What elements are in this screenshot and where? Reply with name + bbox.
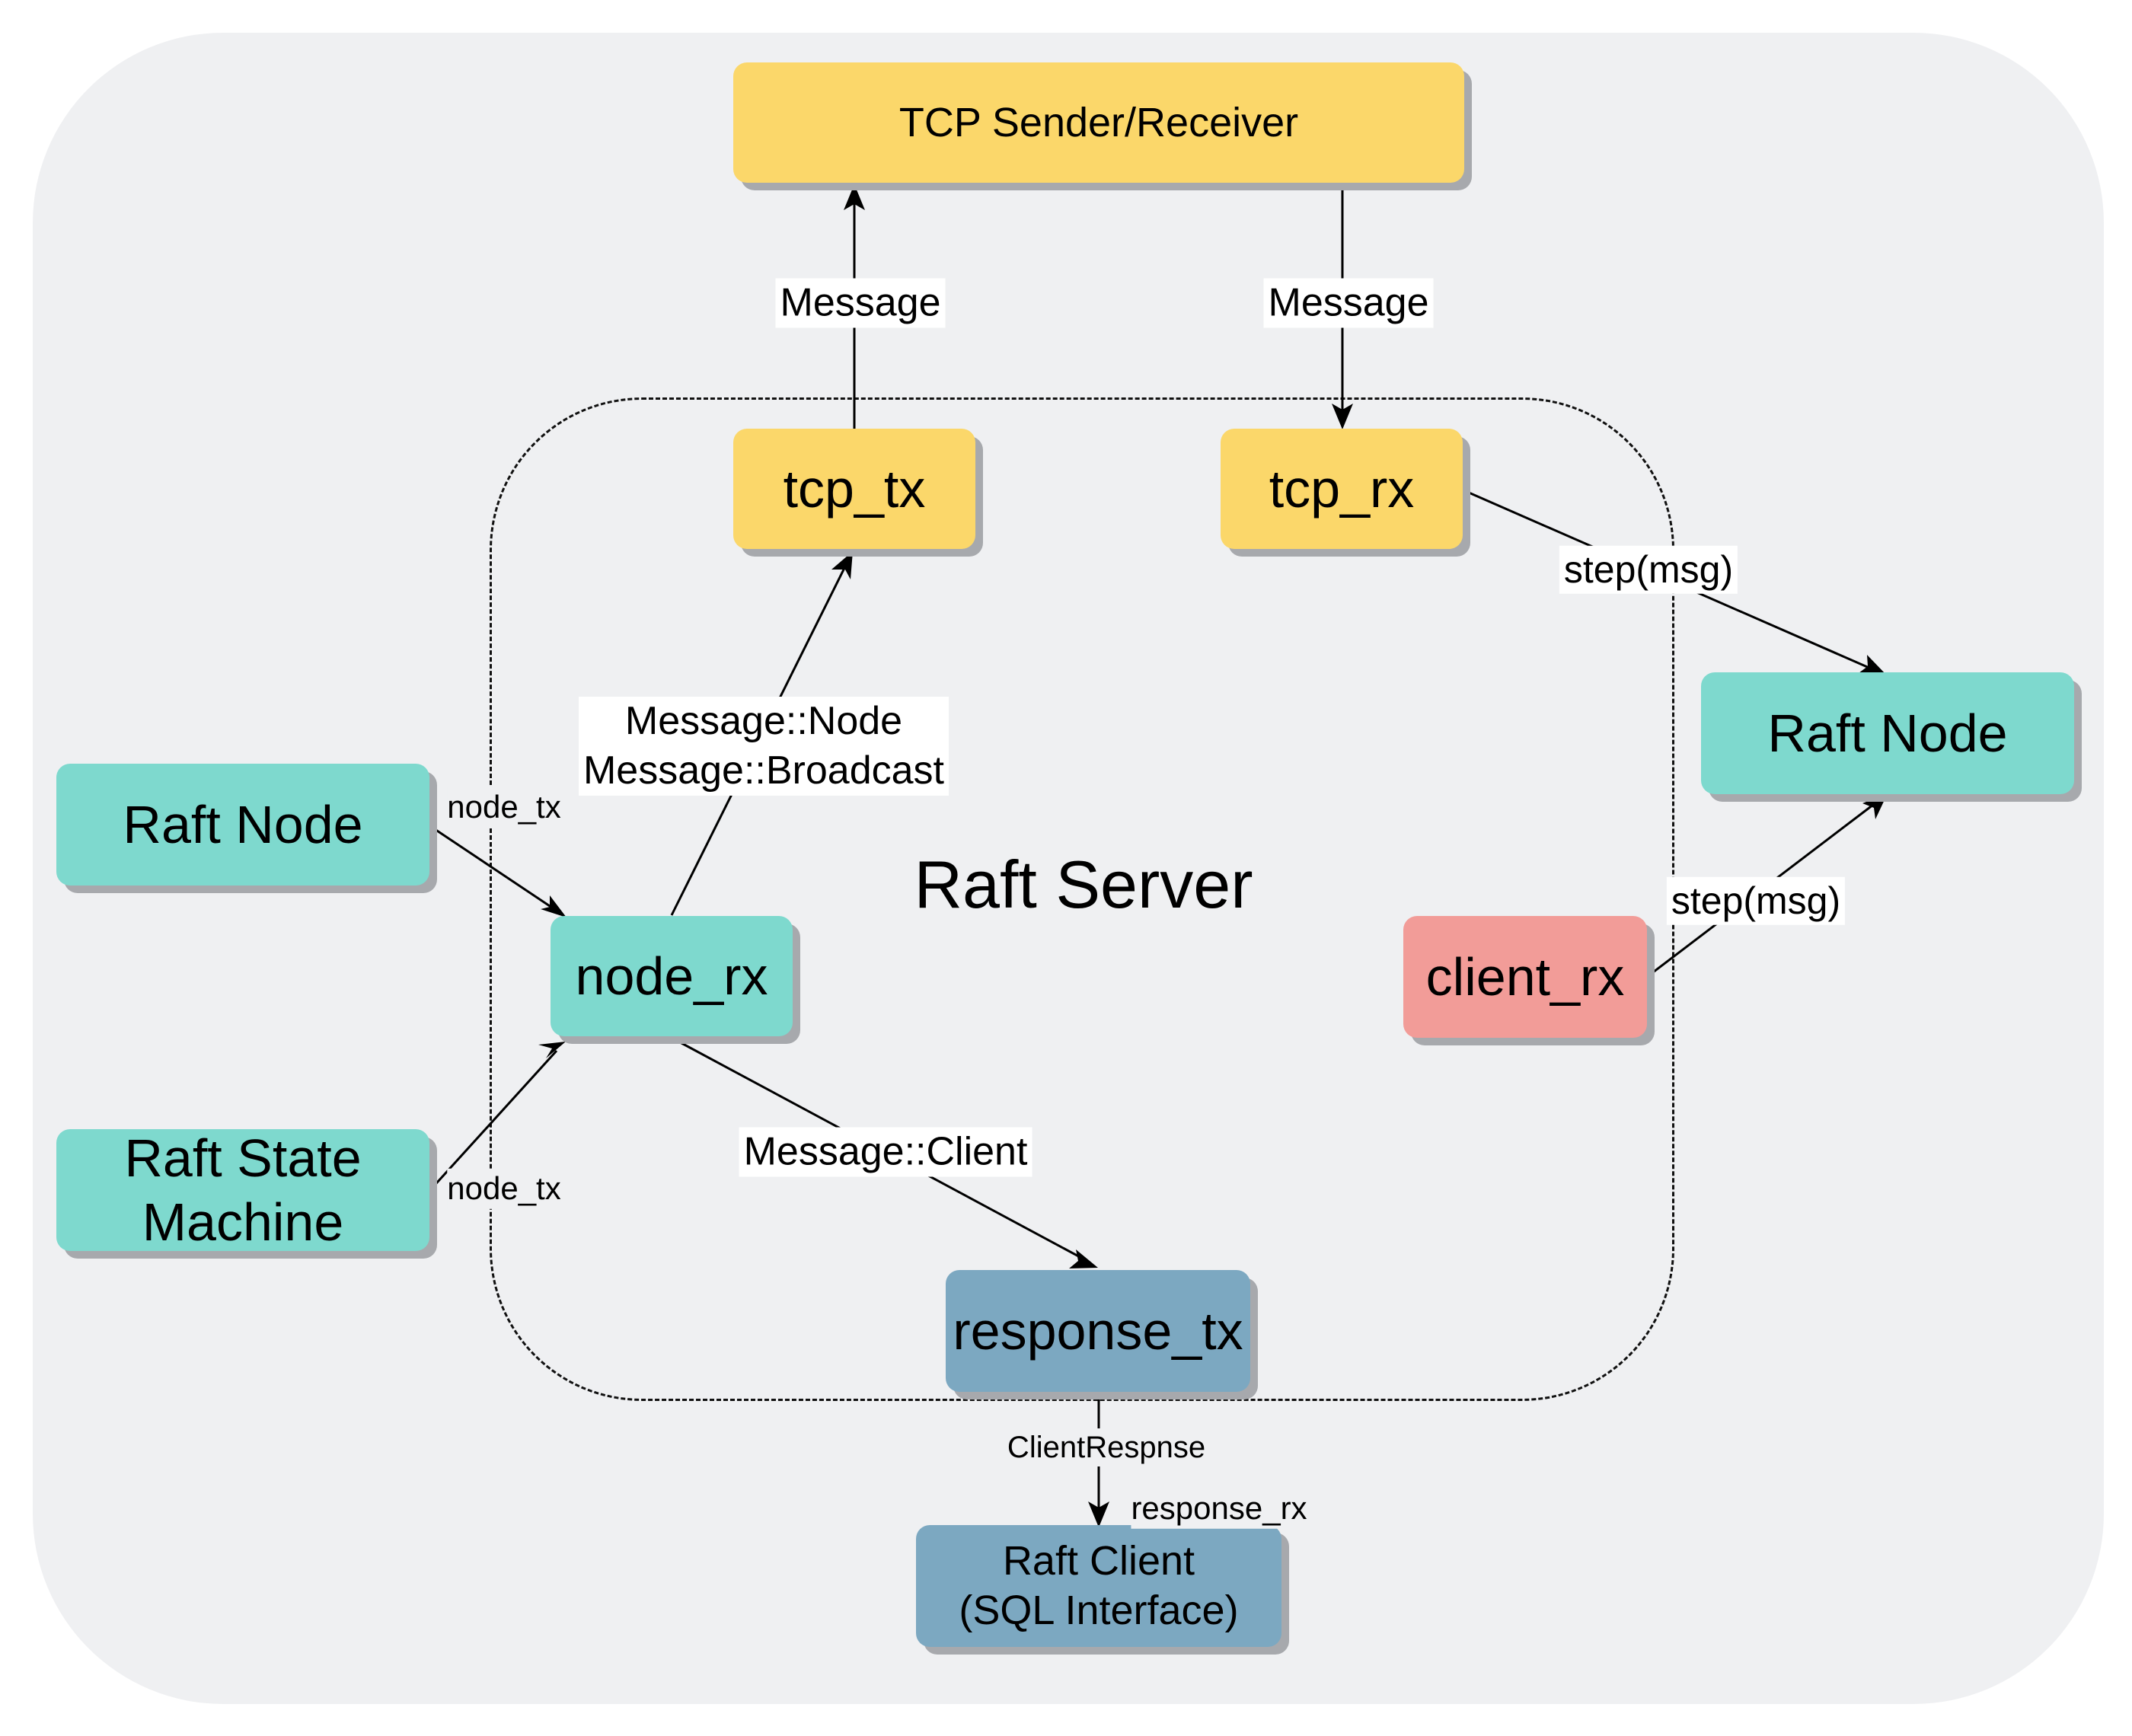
edge-label-response-rx: response_rx [1131, 1488, 1307, 1529]
client-rx-node: client_rx [1403, 916, 1647, 1038]
response-tx-label: response_tx [953, 1301, 1243, 1361]
raft-node-left-label: Raft Node [123, 795, 363, 854]
raft-node-right-label: Raft Node [1767, 704, 2008, 763]
arrowhead-node-rx-top [541, 895, 567, 917]
arrowhead-raft-client [1088, 1501, 1109, 1527]
node-rx-node: node_rx [551, 916, 793, 1036]
arrowhead-tcp-rx [1332, 404, 1353, 429]
edge-label-raft-node-node-tx: node_tx [447, 787, 561, 828]
node-rx-label: node_rx [575, 946, 768, 1006]
raft-node-left: Raft Node [56, 764, 429, 886]
edge-label-tcp-tx-message: Message [775, 278, 946, 328]
tcp-tx-node: tcp_tx [733, 429, 975, 549]
edge-label-state-machine-node-tx: node_tx [447, 1168, 561, 1209]
edge-label-client-rx-step: step(msg) [1666, 876, 1846, 925]
edge-label-message-client: Message::Client [739, 1127, 1032, 1177]
arrowhead-raft-node-right-top [1859, 655, 1887, 675]
edge-label-tcp-rx-message: Message [1263, 278, 1434, 328]
raft-node-right: Raft Node [1701, 672, 2074, 794]
tcp-sender-receiver-label: TCP Sender/Receiver [898, 99, 1299, 145]
raft-client-node: Raft Client (SQL Interface) [916, 1525, 1281, 1647]
raft-client-label: Raft Client (SQL Interface) [959, 1538, 1239, 1633]
arrowhead-sender [844, 184, 865, 210]
edge-label-node-rx-messages: Message::Node Message::Broadcast [578, 697, 950, 796]
arrowhead-tcp-tx [831, 551, 853, 579]
response-tx-node: response_tx [946, 1270, 1250, 1392]
edge-label-tcp-rx-step: step(msg) [1559, 545, 1738, 594]
arrowhead-node-rx-bottom [538, 1042, 566, 1058]
raft-state-machine-node: Raft State Machine [56, 1128, 429, 1252]
tcp-rx-node: tcp_rx [1221, 429, 1463, 549]
client-rx-label: client_rx [1425, 947, 1625, 1007]
raft-state-machine-label: Raft State Machine [124, 1128, 362, 1252]
edge-state-machine-to-node-rx [429, 1049, 558, 1192]
arrowhead-response-tx [1069, 1249, 1098, 1268]
raft-server-title: Raft Server [914, 847, 1253, 922]
tcp-tx-label: tcp_tx [783, 459, 926, 519]
tcp-rx-label: tcp_rx [1269, 459, 1415, 519]
edge-label-client-response: ClientRespnse [1002, 1428, 1211, 1466]
edge-raft-node-to-node-rx [429, 825, 557, 912]
tcp-sender-receiver-node: TCP Sender/Receiver [733, 62, 1464, 183]
arrowhead-raft-node-right-bottom [1862, 793, 1888, 819]
